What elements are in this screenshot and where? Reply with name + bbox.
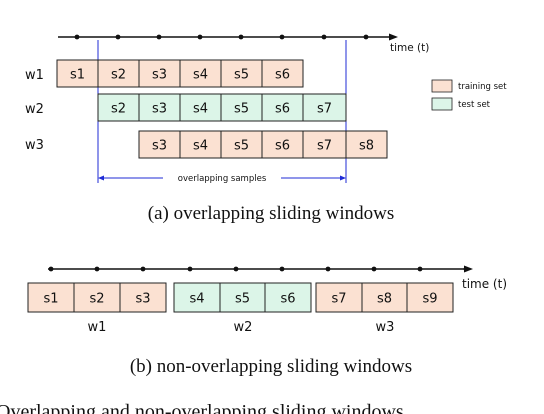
row-label-w1: w1 xyxy=(25,68,44,83)
window-b-w2: s4 s5 s6 xyxy=(173,282,312,313)
panel-a-tick-dot xyxy=(279,34,285,40)
cell-w2-s7 xyxy=(302,93,347,122)
cell-w3-s8 xyxy=(345,130,388,159)
cell-w3-s6 xyxy=(261,130,304,159)
window-b-w1-label: w1 xyxy=(88,320,107,335)
panel-a-tick-dot xyxy=(74,34,80,40)
cell-text: s7 xyxy=(317,102,332,117)
cell-w1-s4 xyxy=(179,59,222,88)
window-w3: s3 s4 s5 s6 s7 s8 xyxy=(138,130,388,159)
window-b-w2-label: w2 xyxy=(234,320,253,335)
overlap-span-arrow xyxy=(98,175,346,181)
cell-w3-s4 xyxy=(179,130,222,159)
cell-text: s6 xyxy=(275,139,290,154)
cell-text: s8 xyxy=(377,292,392,307)
panel-a: time (t) w1 s1 s2 s3 s4 s5 s6 w2 xyxy=(25,33,429,224)
window-b-w1: s1 s2 s3 xyxy=(27,282,167,313)
cell-text: s4 xyxy=(189,292,204,307)
cell-text: s2 xyxy=(111,102,126,117)
cell-w3-s3 xyxy=(138,130,181,159)
cell-text: s4 xyxy=(193,68,208,83)
window-b-w3: s7 s8 s9 xyxy=(315,282,454,313)
panel-b-caption: (b) non-overlapping sliding windows xyxy=(130,356,412,377)
cell-w3-s5 xyxy=(220,130,263,159)
cell-text: s3 xyxy=(152,139,167,154)
panel-b-tick-dot xyxy=(417,266,423,272)
window-w2: s2 s3 s4 s5 s6 s7 xyxy=(97,93,347,122)
cell-text: s2 xyxy=(111,68,126,83)
panel-b-tick-dot xyxy=(140,266,146,272)
panel-b-tick-dot xyxy=(463,266,469,272)
cell-text: s1 xyxy=(43,292,58,307)
panel-b: time (t) s1 s2 s3 w1 s4 s5 s6 w2 s7 s8 xyxy=(27,265,507,377)
panel-a-tick-dot xyxy=(238,34,244,40)
panel-b-tick-dot xyxy=(371,266,377,272)
cell-w1-s1 xyxy=(56,59,99,88)
cell-w1-s3 xyxy=(138,59,181,88)
cell-text: s2 xyxy=(89,292,104,307)
cell-text: s4 xyxy=(193,139,208,154)
cell-text: s3 xyxy=(152,68,167,83)
cell-text: s5 xyxy=(234,68,249,83)
cell-text: s9 xyxy=(422,292,437,307)
window-b-w3-label: w3 xyxy=(376,320,395,335)
cell-text: s6 xyxy=(280,292,295,307)
cell-w2-s3 xyxy=(138,93,181,122)
cell-text: s3 xyxy=(135,292,150,307)
panel-a-tick-dot xyxy=(321,34,327,40)
panel-b-tick-dot xyxy=(279,266,285,272)
cell-text: s8 xyxy=(359,139,374,154)
cell-text: s6 xyxy=(275,102,290,117)
panel-a-tick-dot xyxy=(363,34,369,40)
legend-label-training: training set xyxy=(458,82,507,92)
cell-text: s5 xyxy=(234,139,249,154)
panel-b-tick-dot xyxy=(187,266,193,272)
cell-text: s5 xyxy=(234,102,249,117)
legend-swatch-training xyxy=(431,79,453,93)
cell-w2-s5 xyxy=(220,93,263,122)
panel-b-axis-ticks xyxy=(48,266,469,272)
cell-text: s1 xyxy=(70,68,85,83)
panel-b-tick-dot xyxy=(325,266,331,272)
cell-text: s7 xyxy=(317,139,332,154)
cell-w3-s7 xyxy=(302,130,347,159)
legend-label-test: test set xyxy=(458,100,491,110)
cell-text: s7 xyxy=(331,292,346,307)
panel-a-caption: (a) overlapping sliding windows xyxy=(148,203,394,224)
cell-w1-s2 xyxy=(97,59,140,88)
panel-a-axis-ticks xyxy=(74,34,369,40)
cell-text: s4 xyxy=(193,102,208,117)
cell-text: s5 xyxy=(235,292,250,307)
panel-b-tick-dot xyxy=(233,266,239,272)
cell-text: s6 xyxy=(275,68,290,83)
panel-a-tick-dot xyxy=(156,34,162,40)
cell-w1-s5 xyxy=(220,59,263,88)
legend-swatch-test xyxy=(431,97,453,111)
overlap-label: overlapping samples xyxy=(178,174,267,184)
window-w1: s1 s2 s3 s4 s5 s6 xyxy=(56,59,304,88)
panel-b-tick-dot xyxy=(94,266,100,272)
cell-text: s3 xyxy=(152,102,167,117)
panel-a-tick-dot xyxy=(197,34,203,40)
panel-b-tick-dot xyxy=(48,266,54,272)
panel-a-axis-arrowhead xyxy=(389,33,398,41)
cell-w2-s4 xyxy=(179,93,222,122)
legend: training set test set xyxy=(431,79,507,111)
cell-w1-s6 xyxy=(261,59,304,88)
row-label-w2: w2 xyxy=(25,102,44,117)
figure-caption: Overlapping and non-overlapping sliding … xyxy=(0,401,404,414)
panel-a-axis-label: time (t) xyxy=(390,42,429,54)
panel-a-tick-dot xyxy=(115,34,121,40)
panel-b-axis-label: time (t) xyxy=(462,277,507,291)
row-label-w3: w3 xyxy=(25,138,44,153)
